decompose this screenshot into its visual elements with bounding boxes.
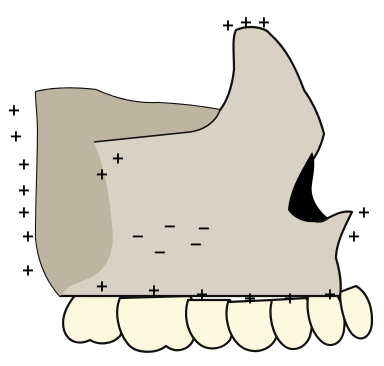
plus-sign: + — [9, 127, 22, 146]
plus-sign: + — [17, 155, 30, 174]
plus-sign: + — [147, 281, 160, 300]
plus-sign: + — [239, 13, 252, 32]
plus-sign: + — [357, 203, 370, 222]
tooth-2 — [117, 296, 197, 352]
plus-sign: + — [257, 13, 270, 32]
plus-sign: + — [95, 165, 108, 184]
plus-sign: + — [95, 277, 108, 296]
plus-sign: + — [243, 289, 256, 308]
plus-sign: + — [21, 227, 34, 246]
plus-sign: + — [195, 285, 208, 304]
plus-sign: + — [347, 227, 360, 246]
plus-sign: + — [17, 181, 30, 200]
minus-sign: − — [163, 217, 176, 236]
plus-sign: + — [323, 285, 336, 304]
minus-sign: − — [131, 227, 144, 246]
plus-sign: + — [7, 101, 20, 120]
plus-sign: + — [111, 149, 124, 168]
plus-sign: + — [221, 16, 234, 35]
tooth-1 — [63, 290, 125, 343]
minus-sign: − — [153, 243, 166, 262]
plus-sign: + — [21, 261, 34, 280]
plus-sign: + — [283, 289, 296, 308]
plus-sign: + — [17, 203, 30, 222]
minus-sign: − — [189, 235, 202, 254]
